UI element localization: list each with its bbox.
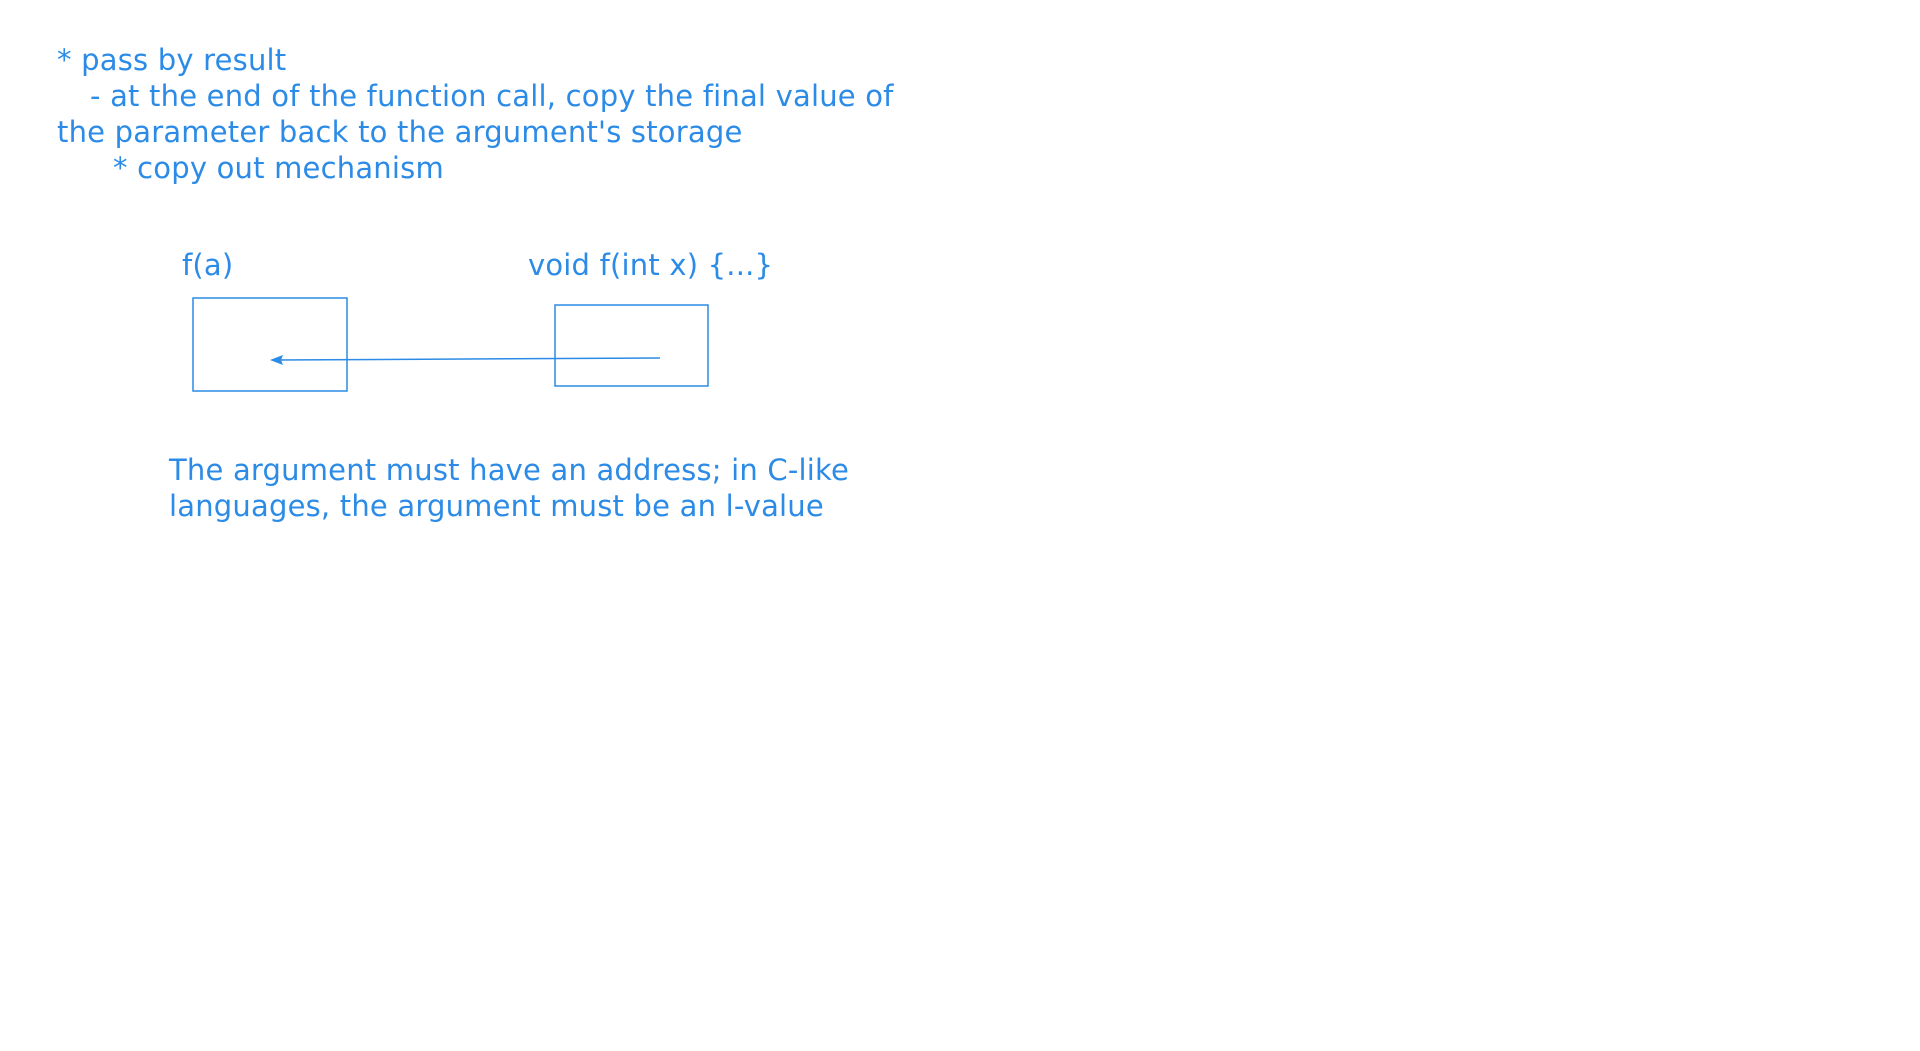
- callee-label: void f(int x) {...}: [528, 248, 774, 282]
- argument-storage-box: [192, 297, 348, 392]
- bullet-line-1: - at the end of the function call, copy …: [90, 79, 894, 113]
- copy-out-arrow-head: [270, 355, 283, 365]
- heading-pass-by-result: * pass by result: [57, 43, 287, 77]
- bottom-note-line-1: The argument must have an address; in C-…: [169, 453, 850, 487]
- sub-bullet-copy-out: * copy out mechanism: [113, 151, 444, 185]
- parameter-storage-box: [554, 304, 709, 387]
- caller-label: f(a): [182, 248, 234, 282]
- copy-out-arrow-shaft: [273, 357, 661, 361]
- bottom-note-line-2: languages, the argument must be an l-val…: [169, 489, 824, 523]
- bullet-line-2: the parameter back to the argument's sto…: [57, 115, 743, 149]
